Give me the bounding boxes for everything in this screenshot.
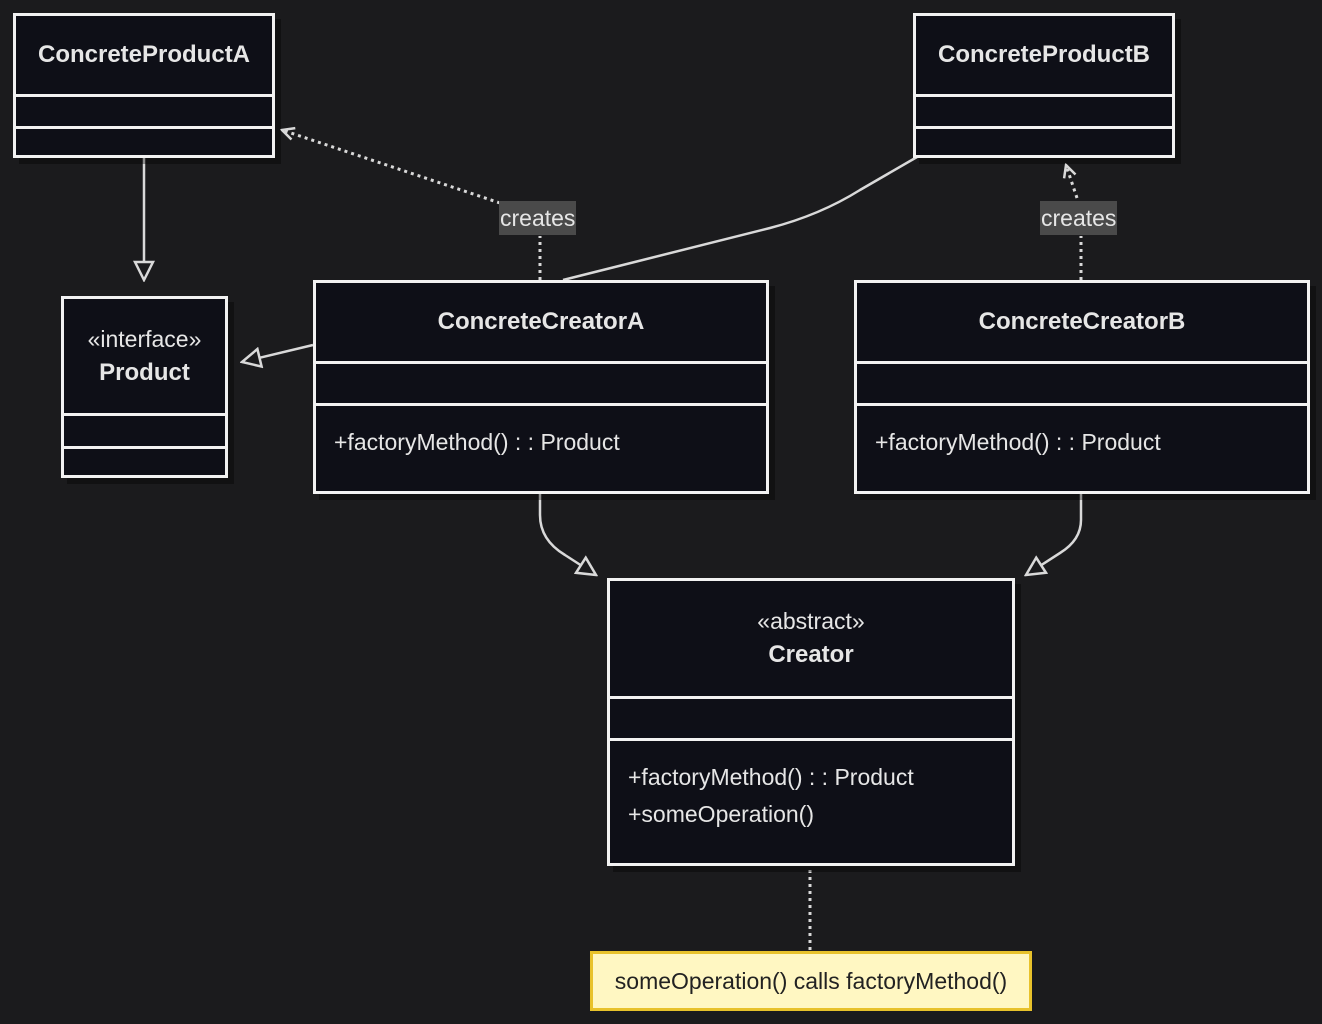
method-factory-method: +factoryMethod() : : Product [334,429,620,455]
method-factory-method: +factoryMethod() : : Product [628,764,914,790]
method-some-operation: +someOperation() [628,801,814,827]
class-concrete-product-a[interactable]: ConcreteProductA [13,13,275,158]
stereotype-label: «interface» [87,325,202,352]
attributes-compartment [916,97,1172,129]
edge-creatorA-to-creator [538,493,596,575]
attributes-compartment [610,699,1012,741]
attributes-compartment [16,97,272,129]
attributes-compartment [857,364,1307,406]
edge-creatorA-creates-productA [282,130,542,280]
class-name: ConcreteProductB [937,41,1151,68]
attributes-compartment [316,364,766,406]
class-concrete-creator-b[interactable]: ConcreteCreatorB +factoryMethod() : : Pr… [854,280,1310,494]
edge-label-creates-b: creates [1040,201,1118,235]
edge-creatorB-to-creator [1026,493,1083,575]
method-factory-method: +factoryMethod() : : Product [875,429,1161,455]
class-product[interactable]: «interface» Product [61,296,228,478]
note-some-operation[interactable]: someOperation() calls factoryMethod() [590,951,1032,1011]
class-name: Product [99,358,190,386]
class-name: ConcreteCreatorA [437,308,645,335]
methods-compartment: +factoryMethod() : : Product [857,406,1307,461]
class-creator[interactable]: «abstract» Creator +factoryMethod() : : … [607,578,1015,866]
stereotype-label: «abstract» [757,608,865,634]
edge-creatorA-to-product [242,343,314,362]
note-text: someOperation() calls factoryMethod() [614,967,1008,994]
attributes-compartment [64,416,225,449]
methods-compartment: +factoryMethod() : : Product [316,406,766,461]
class-name: ConcreteCreatorB [978,308,1186,335]
edge-creatorA-to-productB [562,155,918,282]
class-concrete-product-b[interactable]: ConcreteProductB [913,13,1175,158]
edge-label-creates-a: creates [499,201,577,235]
edge-creatorB-creates-productB [1066,165,1083,280]
class-name: ConcreteProductA [37,41,251,68]
class-concrete-creator-a[interactable]: ConcreteCreatorA +factoryMethod() : : Pr… [313,280,769,494]
methods-compartment: +factoryMethod() : : Product +someOperat… [610,741,1012,833]
class-name: Creator [768,641,854,668]
